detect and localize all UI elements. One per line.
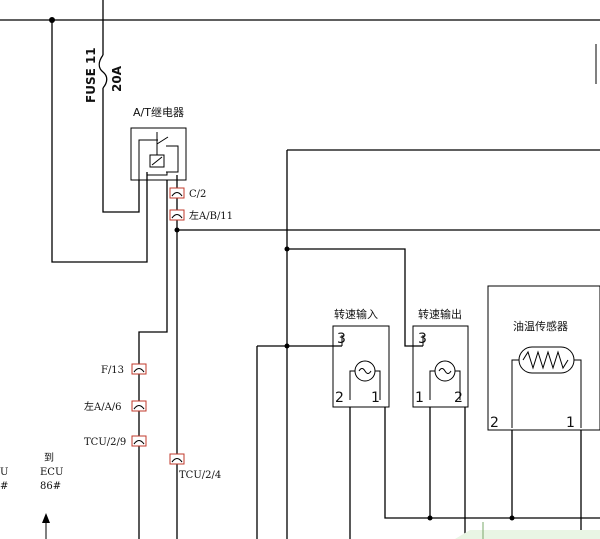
speed-output-pin-2: 2	[454, 390, 463, 406]
connector-label: TCU/2/4	[179, 470, 221, 481]
connector-tcu29	[131, 435, 147, 447]
relay-label: A/T继电器	[133, 106, 184, 119]
relay-coil-slash	[151, 156, 163, 166]
oil-temp-sensor-body	[518, 346, 575, 374]
speed-output-box	[412, 325, 469, 408]
left-edge-fragment: #	[0, 481, 8, 492]
connector-tcu24	[169, 453, 185, 465]
oil-temp-pin-line	[574, 359, 582, 428]
speed-input-pin-line	[375, 370, 381, 400]
speed-input-pin-1: 1	[371, 390, 380, 406]
wire-to-speed-output	[287, 248, 423, 347]
connector-label: C/2	[189, 189, 206, 200]
relay-box	[130, 127, 187, 181]
wire-fuse-to-relay	[102, 88, 140, 213]
speed-output-label: 转速输出	[418, 307, 462, 321]
arrow-up-icon	[42, 513, 50, 523]
wire-relay-output	[138, 180, 168, 539]
wave-icon	[438, 368, 452, 374]
oil-temp-pin-2: 2	[490, 415, 499, 431]
wave-icon	[358, 368, 372, 374]
connector-left-ab11	[169, 209, 185, 221]
junction-dot	[427, 515, 433, 521]
speed-output-pin-3: 3	[418, 331, 427, 347]
relay-switch-arm	[156, 136, 169, 145]
fuse-rating: 20A	[110, 65, 124, 92]
speed-output-pin-line	[429, 370, 435, 400]
speed-input-pin-3: 3	[337, 331, 346, 347]
connector-c2	[169, 187, 185, 199]
relay-internal-line	[146, 172, 168, 176]
oil-temp-box	[487, 285, 600, 431]
ecu-note-to: 到	[44, 452, 54, 464]
speed-input-box	[332, 325, 390, 408]
left-edge-fragment: U	[0, 467, 8, 478]
speed-output-pin-1: 1	[415, 390, 424, 406]
speed-output-pin-line	[455, 370, 461, 400]
ecu-note-pin: 86#	[40, 481, 61, 492]
speed-input-pin-line	[349, 370, 355, 400]
oil-temp-label: 油温传感器	[513, 319, 568, 333]
connector-label: 左A/A/6	[84, 400, 122, 413]
connector-f13	[131, 363, 147, 375]
speed-input-pin-2: 2	[335, 390, 344, 406]
wire-relay-coil-feed	[51, 20, 148, 263]
fuse-name: FUSE 11	[84, 47, 98, 103]
oil-temp-pin-line	[511, 359, 519, 428]
top-right-fragment: 5	[597, 28, 600, 36]
connector-label: 左A/B/11	[189, 209, 233, 222]
connector-label: F/13	[101, 365, 124, 376]
relay-internal-line	[138, 139, 158, 180]
fuse-symbol	[98, 54, 108, 89]
oil-temp-pin-1: 1	[566, 415, 575, 431]
wire-speed-input-1	[384, 407, 600, 519]
connector-left-aa6	[131, 400, 147, 412]
thermistor-icon	[522, 350, 569, 370]
speed-input-label: 转速输入	[334, 307, 378, 321]
bottom-fragment	[455, 530, 600, 539]
connector-label: TCU/2/9	[84, 437, 126, 448]
ecu-note-ecu: ECU	[40, 467, 63, 478]
junction-dot	[509, 515, 515, 521]
relay-internal-line	[166, 145, 179, 173]
